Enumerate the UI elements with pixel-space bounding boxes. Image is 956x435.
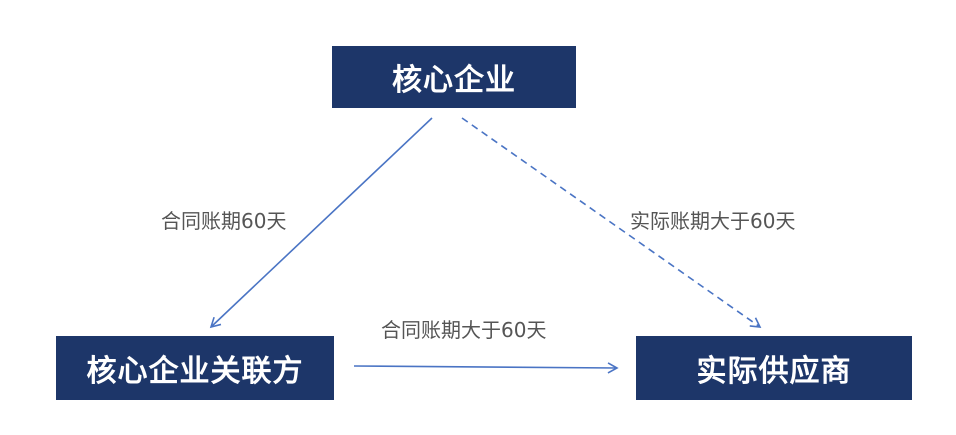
edge-label-affiliate-to-supplier: 合同账期大于60天 [381, 318, 547, 342]
edge-core-to-affiliate [209, 117, 433, 329]
node-core-enterprise: 核心企业 [332, 46, 576, 108]
node-core-affiliate-label: 核心企业关联方 [86, 354, 304, 389]
edge-label-core-to-supplier: 实际账期大于60天 [630, 209, 796, 233]
node-actual-supplier-label: 实际供应商 [696, 354, 852, 389]
node-actual-supplier: 实际供应商 [636, 336, 912, 400]
edge-label-core-to-affiliate: 合同账期60天 [161, 209, 287, 233]
node-core-enterprise-label: 核心企业 [392, 63, 516, 98]
node-core-affiliate: 核心企业关联方 [56, 336, 334, 400]
edge-affiliate-to-supplier [353, 362, 619, 374]
edge-core-to-supplier [461, 117, 762, 328]
